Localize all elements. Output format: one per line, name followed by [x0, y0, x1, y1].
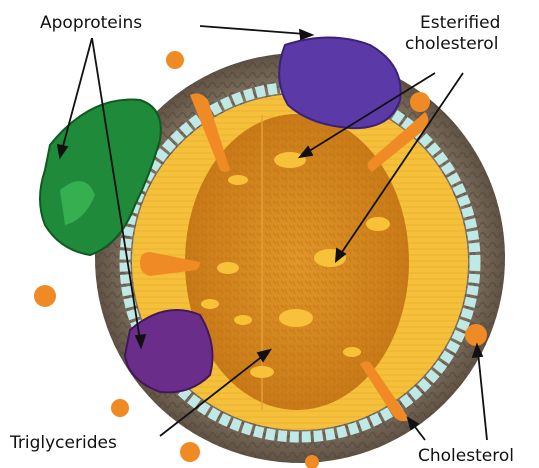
- arrow-apoproteins-top: [200, 26, 305, 34]
- cholesterol-dot: [180, 442, 200, 462]
- esterified-droplet: [279, 309, 313, 327]
- esterified-droplet: [366, 217, 390, 231]
- cholesterol-dot: [166, 51, 184, 69]
- arrowhead: [300, 30, 312, 39]
- esterified-droplet: [343, 347, 361, 357]
- label-cholesterol: Cholesterol: [418, 446, 514, 467]
- esterified-droplet: [201, 299, 219, 309]
- esterified-droplet: [228, 175, 248, 185]
- cholesterol-dot: [111, 399, 129, 417]
- label-esterified-line1: Esterified: [420, 13, 500, 34]
- cholesterol-dot: [34, 285, 56, 307]
- arrow-cholesterol-2: [478, 352, 487, 440]
- label-triglycerides: Triglycerides: [10, 433, 117, 454]
- esterified-droplet: [234, 315, 252, 325]
- cholesterol-dot: [410, 92, 430, 112]
- esterified-droplet: [217, 262, 239, 274]
- label-esterified-line2: cholesterol: [405, 34, 498, 55]
- esterified-droplet: [250, 366, 274, 378]
- cholesterol-dot: [465, 324, 487, 346]
- label-apoproteins: Apoproteins: [40, 13, 142, 34]
